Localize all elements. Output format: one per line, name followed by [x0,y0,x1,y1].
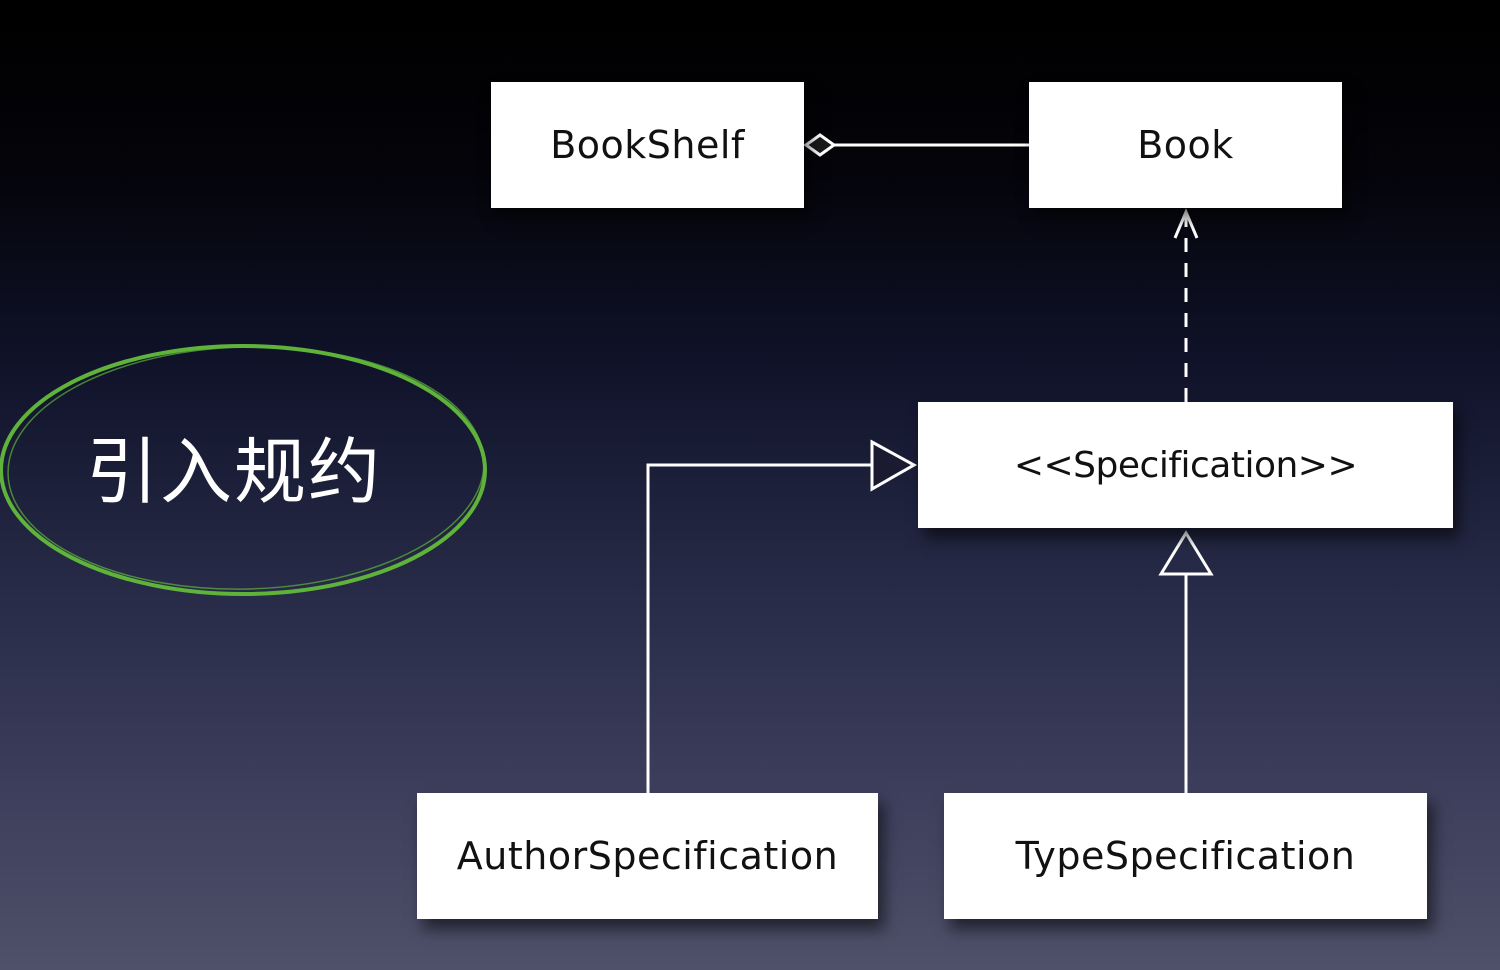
interface-box-specification[interactable]: <<Specification>> [918,402,1453,528]
hollow-triangle-icon [1158,530,1214,576]
annotation-label: 引入规约 [86,430,383,514]
author-realization-connector [646,439,918,793]
annotation-circle [0,344,487,596]
class-name-book: Book [1137,123,1234,167]
class-box-type-specification[interactable]: TypeSpecification [944,793,1427,919]
interface-name-specification: <<Specification>> [1013,444,1358,486]
hollow-triangle-icon [870,439,918,492]
aggregation-diamond-icon [803,133,837,157]
dependency-connector [1173,208,1199,402]
class-box-book[interactable]: Book [1029,82,1342,208]
class-box-bookshelf[interactable]: BookShelf [491,82,804,208]
open-arrow-icon [1173,208,1199,239]
aggregation-connector [803,133,1029,157]
class-name-author-specification: AuthorSpecification [456,834,839,878]
class-box-author-specification[interactable]: AuthorSpecification [417,793,878,919]
class-name-type-specification: TypeSpecification [1015,834,1356,878]
type-realization-connector [1158,530,1214,793]
class-name-bookshelf: BookShelf [550,123,745,167]
